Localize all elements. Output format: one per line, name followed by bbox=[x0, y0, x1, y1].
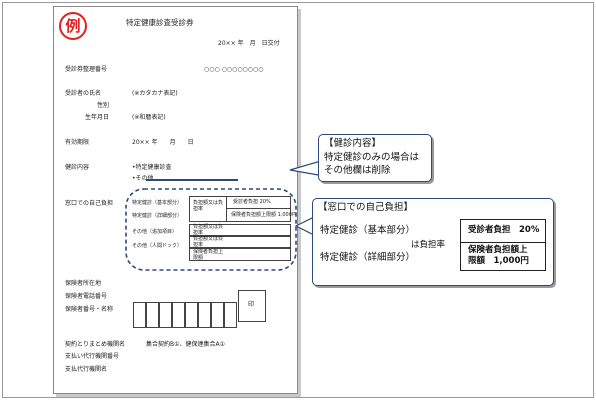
issue-date: 20×× 年 月 日交付 bbox=[218, 40, 280, 47]
digit-box bbox=[146, 302, 159, 328]
name-note: (※カタカナ表記) bbox=[132, 90, 178, 97]
validity-label: 有効期限 bbox=[65, 139, 90, 146]
callout2-middle-line1: 負担額又 bbox=[411, 229, 446, 239]
digit-box bbox=[211, 302, 224, 328]
digit-box bbox=[224, 302, 237, 328]
callout2-row1-value: 受診者負担 20% bbox=[468, 225, 540, 235]
digit-box bbox=[185, 302, 198, 328]
mini-row3-label: その他（追加項目） bbox=[132, 229, 178, 235]
callout2-row1-label: 特定健診（基本部分） bbox=[320, 225, 416, 236]
agent-name-label: 支払代行機関名 bbox=[65, 366, 108, 373]
sex-label: 性別 bbox=[97, 102, 110, 109]
mini-cell-row3 bbox=[189, 224, 291, 236]
callout1-line2: その他欄は削除 bbox=[324, 165, 391, 176]
callout2-row2-label: 特定健診（詳細部分） bbox=[320, 252, 416, 263]
example-stamp: 例 bbox=[59, 12, 87, 40]
name-label: 受診者の氏名 bbox=[65, 90, 102, 97]
mini-cell-value1-box bbox=[226, 196, 291, 209]
callout-checkup-content bbox=[318, 134, 432, 182]
document-title: 特定健康診査受診券 bbox=[126, 18, 194, 27]
mini-value2: 保険者負担額上限額 1,000円 bbox=[231, 212, 297, 218]
callout2-row2-value-line2: 限額 1,000円 bbox=[468, 256, 529, 266]
digit-box bbox=[133, 302, 146, 328]
agent-number-label: 支払い代行機関番号 bbox=[65, 353, 120, 360]
birth-label: 生年月日 bbox=[85, 114, 110, 121]
digit-box bbox=[172, 302, 185, 328]
content-value-other: •その他 bbox=[132, 175, 154, 182]
insurer-address-label: 保険者所在地 bbox=[65, 280, 102, 287]
mini-row2-label: 特定健診（詳細部分） bbox=[132, 213, 183, 219]
callout2-row2-value-line1: 保険者負担額上 bbox=[468, 245, 528, 255]
seal-box bbox=[238, 290, 266, 322]
validity-value: 20×× 年 月 日 bbox=[132, 139, 194, 146]
content-label: 健診内容 bbox=[65, 164, 90, 171]
mini-cell-kind bbox=[189, 196, 227, 222]
contract-label: 契約とりまとめ機関名 bbox=[65, 341, 126, 348]
callout2-title: 【窓口での自己負担】 bbox=[318, 202, 414, 213]
mini-value1: 受診者負担 20% bbox=[233, 199, 271, 205]
mini-kind-text: 負担額又は負担率 bbox=[193, 200, 224, 212]
seal-label: 印 bbox=[248, 301, 255, 308]
mini-row1-label: 特定健診（基本部分） bbox=[132, 200, 183, 206]
insurer-number-label: 保険者番号・名称 bbox=[65, 306, 114, 313]
callout1-line1: 特定健診のみの場合は bbox=[324, 152, 420, 163]
mini-row3-kind: 負担額又は負担率 bbox=[193, 224, 224, 236]
content-value-checkup: •特定健康診査 bbox=[132, 164, 172, 171]
callout2-middle-line2: は負担率 bbox=[411, 240, 446, 250]
mini-cell-row5 bbox=[189, 248, 291, 261]
contract-value: 集合契約B①、健保連集合A① bbox=[146, 341, 225, 348]
birth-note: (※和暦表記) bbox=[132, 114, 166, 121]
digit-box bbox=[159, 302, 172, 328]
ticket-number-value: ○○○ ○○○○○○○○ bbox=[204, 66, 264, 73]
mini-row4-label: その他（人間ドック） bbox=[132, 243, 183, 249]
mini-row4-kind: 負担額又は負担率 bbox=[193, 236, 224, 248]
mini-cell-row4 bbox=[189, 236, 291, 248]
digit-box bbox=[198, 302, 211, 328]
copay-label: 窓口での自己負担 bbox=[65, 200, 114, 207]
callout1-title: 【健診内容】 bbox=[324, 138, 382, 149]
mini-row5-kind: 保険者負担上限額 bbox=[193, 249, 224, 261]
insurer-phone-label: 保険者電話番号 bbox=[65, 293, 108, 300]
callout2-value-row1-box bbox=[460, 219, 546, 243]
ticket-number-label: 受診券整理番号 bbox=[65, 66, 108, 73]
copay-highlight-ring bbox=[125, 188, 297, 271]
